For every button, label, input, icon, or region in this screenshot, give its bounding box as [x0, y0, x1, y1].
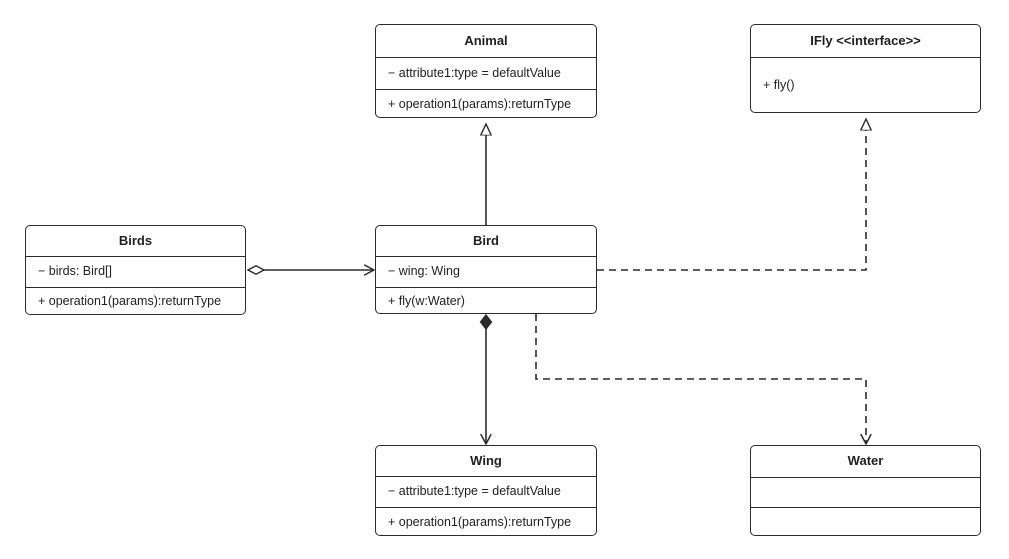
edge-realization-bird-ifly	[597, 119, 866, 271]
class-operation-animal: + operation1(params):returnType	[376, 89, 596, 117]
class-attribute-bird: − wing: Wing	[376, 256, 596, 287]
class-name-birds: Birds	[118, 232, 153, 248]
class-operation-wing: + operation1(params):returnType	[376, 507, 596, 535]
class-name-wing: Wing	[470, 452, 502, 468]
class-attribute-animal: − attribute1:type = defaultValue	[376, 57, 596, 89]
class-name-water: Water	[847, 453, 884, 469]
class-name-ifly: IFly <<interface>>	[810, 32, 921, 48]
class-attribute-wing: − attribute1:type = defaultValue	[376, 476, 596, 507]
class-attribute-birds: − birds: Bird[]	[26, 256, 245, 287]
class-operation-water	[751, 507, 980, 535]
class-operation-bird: + fly(w:Water)	[376, 287, 596, 313]
class-box-animal[interactable]: Animal − attribute1:type = defaultValue …	[375, 24, 597, 118]
class-box-birds[interactable]: Birds − birds: Bird[] + operation1(param…	[25, 225, 246, 315]
class-box-water[interactable]: Water	[750, 445, 981, 536]
class-name-bird: Bird	[473, 232, 499, 248]
edge-dependency-bird-water	[535, 314, 866, 444]
class-name-animal: Animal	[464, 32, 508, 48]
class-attribute-water	[751, 477, 980, 507]
class-operation-birds: + operation1(params):returnType	[26, 287, 245, 314]
class-box-wing[interactable]: Wing − attribute1:type = defaultValue + …	[375, 445, 597, 536]
class-operation-ifly: + fly()	[751, 57, 980, 112]
class-box-ifly[interactable]: IFly <<interface>> + fly()	[750, 24, 981, 113]
class-box-bird[interactable]: Bird − wing: Wing + fly(w:Water)	[375, 225, 597, 314]
